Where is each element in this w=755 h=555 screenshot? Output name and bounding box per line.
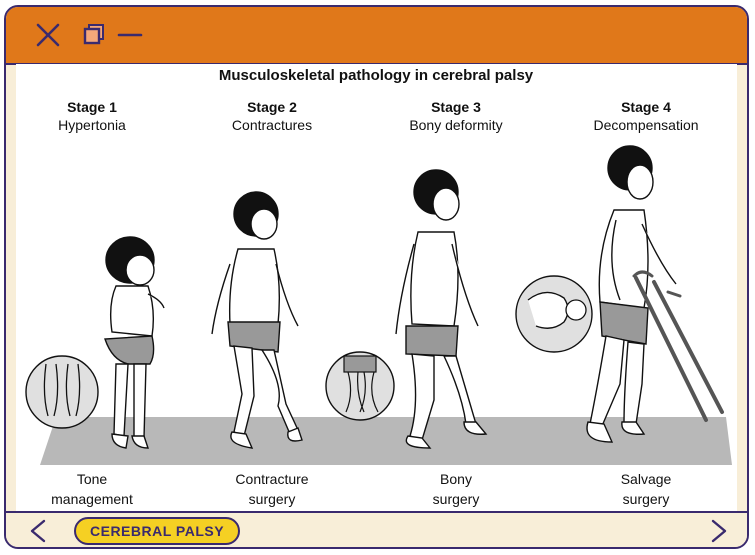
treatment-4-line2: surgery — [623, 491, 670, 507]
stage-1-name: Hypertonia — [58, 117, 126, 133]
bottom-nav-bar: CEREBRAL PALSY — [6, 511, 747, 547]
leg-inset-3 — [326, 352, 394, 420]
knee-inset-1 — [26, 356, 98, 428]
treatment-2-line1: Contracture — [235, 471, 308, 487]
app-window: Musculoskeletal pathology in cerebral pa… — [4, 5, 749, 549]
chevron-left-icon[interactable] — [28, 519, 48, 543]
window-icon[interactable] — [80, 21, 108, 49]
stage-4-name: Decompensation — [593, 117, 698, 133]
treatment-2-line2: surgery — [249, 491, 296, 507]
figure-title: Musculoskeletal pathology in cerebral pa… — [219, 67, 534, 84]
treatment-1-line1: Tone — [77, 471, 108, 487]
title-bar — [6, 7, 747, 65]
hip-inset-4 — [516, 276, 592, 352]
category-tag-button[interactable]: CEREBRAL PALSY — [74, 517, 240, 545]
chevron-right-icon[interactable] — [709, 519, 729, 543]
treatment-3-line2: surgery — [433, 491, 480, 507]
adolescent-figure-decompensation — [587, 146, 676, 442]
stage-3-name: Bony deformity — [409, 117, 502, 133]
child-figure-contractures — [212, 192, 302, 448]
toddler-figure — [105, 237, 164, 448]
stage-1-label: Stage 1 — [67, 99, 117, 115]
crutches — [634, 272, 722, 420]
stage-2-label: Stage 2 — [247, 99, 297, 115]
child-figure-bony-deformity — [396, 170, 486, 448]
treatment-4-line1: Salvage — [621, 471, 672, 487]
minimize-icon[interactable] — [116, 21, 144, 49]
stage-3-label: Stage 3 — [431, 99, 481, 115]
treatment-1-line2: management — [51, 491, 133, 507]
medical-illustration: Musculoskeletal pathology in cerebral pa… — [16, 64, 737, 515]
close-icon[interactable] — [34, 21, 62, 49]
stage-4-label: Stage 4 — [621, 99, 671, 115]
stage-2-name: Contractures — [232, 117, 312, 133]
treatment-3-line1: Bony — [440, 471, 472, 487]
